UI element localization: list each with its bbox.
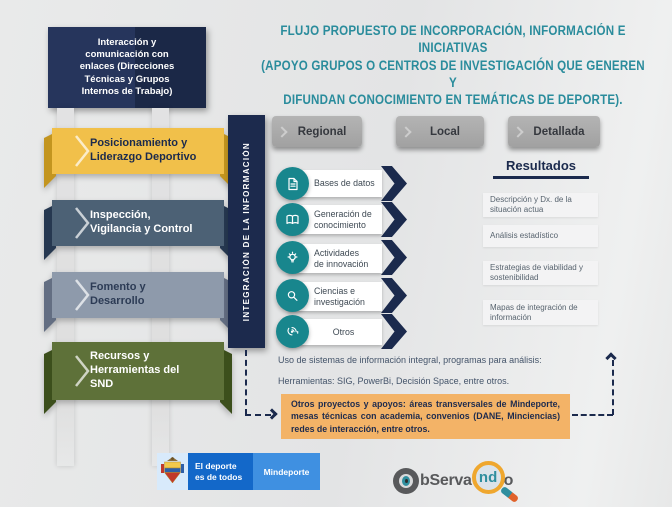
observando-logo: bServa nd o (393, 461, 519, 504)
mindeporte-box: Mindeporte (253, 453, 320, 490)
note-systems: Uso de sistemas de información integral,… (278, 355, 542, 365)
chevron-icon (276, 125, 288, 138)
banner-inspeccion: Inspección, Vigilancia y Control (42, 192, 234, 268)
chevron-icon (512, 125, 524, 138)
stage-regional: Regional (272, 116, 362, 147)
lightbulb-icon (276, 241, 309, 274)
arrow-right-icon (381, 314, 407, 349)
stage-label: Regional (297, 125, 347, 138)
chevron-icon (400, 125, 412, 138)
document-icon (276, 167, 309, 200)
ribbon-shape (44, 128, 232, 188)
magnifier-handle (499, 485, 519, 504)
open-book-icon (276, 203, 309, 236)
dashed-line (245, 414, 271, 416)
result-box-mapas: Mapas de integración de información (483, 300, 598, 325)
ribbon-shape (44, 342, 232, 414)
integration-bar-label: INTEGRACIÓN DE LA INFORMACIÓN (242, 141, 251, 322)
interaction-header-label: Interacción y comunicación con enlaces (… (79, 36, 175, 98)
banner-fomento: Fomento y Desarrollo (42, 264, 234, 340)
banner-label: Posicionamiento y Liderazgo Deportivo (90, 137, 197, 163)
dashed-line (612, 360, 614, 415)
page-title: FLUJO PROPUESTO DE INCORPORACIÓN, INFORM… (261, 23, 645, 108)
fingerprint-icon (276, 315, 309, 348)
dashed-line (245, 350, 247, 415)
results-underline (493, 176, 589, 179)
gov-slogan-box: El deporte es de todos (188, 453, 253, 490)
observando-text-1: bServa (420, 472, 472, 489)
arrow-right-icon (381, 278, 407, 313)
stage-local: Local (396, 116, 484, 147)
arrow-up-icon (605, 352, 617, 364)
interaction-header-box: Interacción y comunicación con enlaces (… (48, 27, 206, 108)
highlight-box: Otros proyectos y apoyos: áreas transver… (281, 394, 570, 439)
magnifying-glass-icon: nd (470, 461, 519, 504)
arrow-right-icon (381, 166, 407, 201)
integration-bar: INTEGRACIÓN DE LA INFORMACIÓN (228, 115, 265, 348)
banner-posicionamiento: Posicionamiento y Liderazgo Deportivo (42, 120, 234, 196)
arrow-right-icon (381, 202, 407, 237)
ribbon-shape (44, 272, 232, 332)
banner-recursos: Recursos y Herramientas del SND (42, 334, 234, 422)
banner-label: Inspección, Vigilancia y Control (90, 209, 193, 235)
result-box-analisis: Análisis estadístico (483, 225, 598, 247)
magnifier-icon (276, 279, 309, 312)
chevron-icon (75, 355, 90, 387)
chevron-icon (75, 207, 90, 239)
dashed-line (572, 414, 613, 416)
result-box-estrategias: Estrategias de viabilidad y sostenibilid… (483, 261, 598, 285)
stage-label: Detallada (533, 125, 585, 138)
note-tools: Herramientas: SIG, PowerBi, Decisión Spa… (278, 376, 510, 386)
result-box-descripcion: Descripción y Dx. de la situación actua (483, 193, 598, 217)
stage-label: Local (429, 125, 461, 138)
stage-detallada: Detallada (508, 116, 600, 147)
arrow-right-icon (266, 408, 278, 420)
eye-icon (393, 468, 419, 494)
observando-text-2: nd (478, 469, 498, 486)
observando-text-3: o (503, 472, 514, 489)
arrow-right-icon (381, 240, 407, 275)
chevron-icon (75, 135, 90, 167)
chevron-icon (75, 279, 90, 311)
lens: nd (471, 461, 505, 494)
results-heading: Resultados (505, 158, 577, 173)
banner-label: Fomento y Desarrollo (90, 281, 146, 307)
colombia-coat-of-arms-icon (157, 453, 188, 490)
banner-label: Recursos y Herramientas del SND (90, 350, 180, 390)
